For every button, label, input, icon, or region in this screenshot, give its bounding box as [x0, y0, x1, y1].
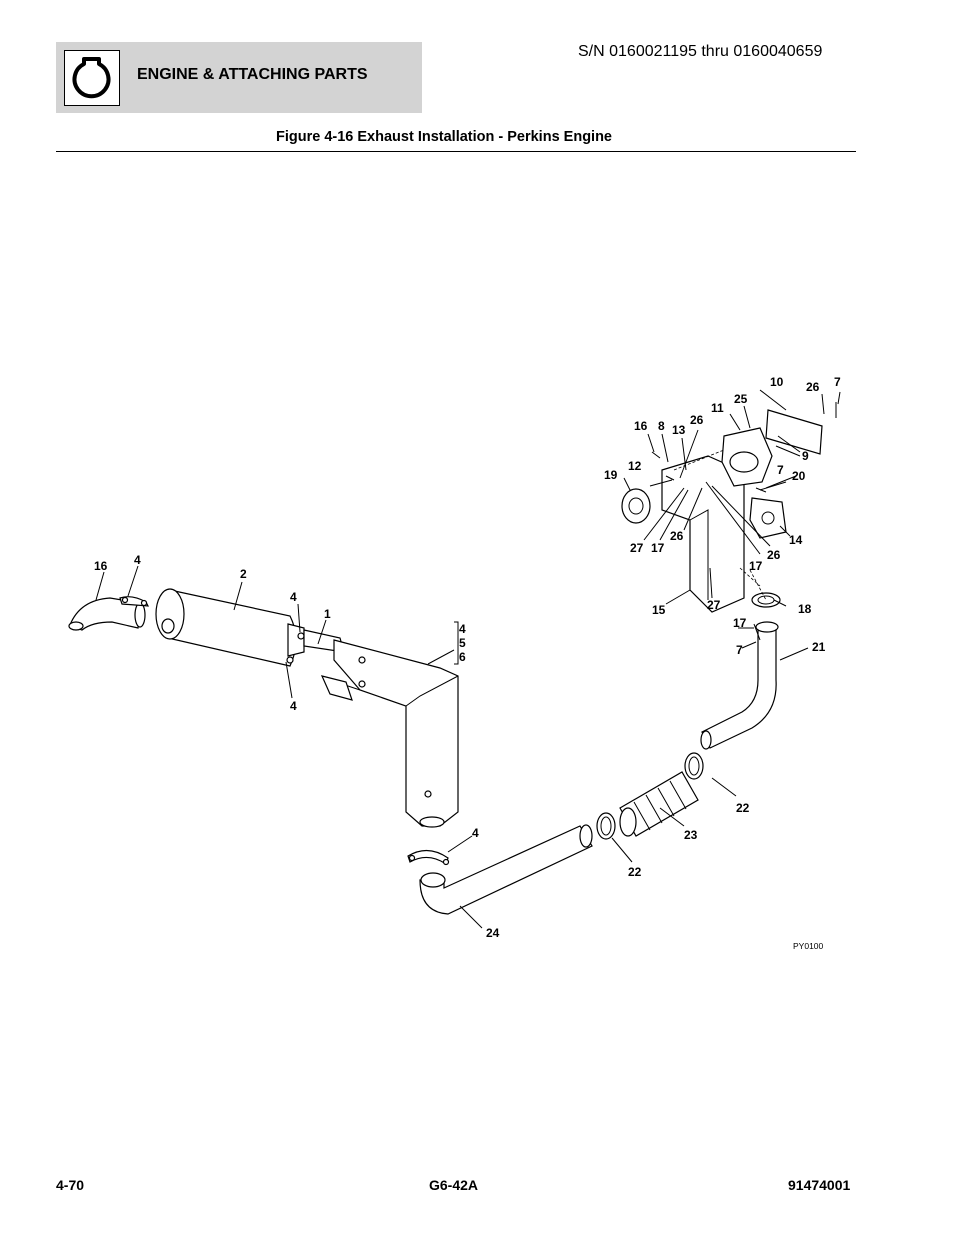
- callout-19: 19: [604, 468, 618, 482]
- callout-26-c: 26: [690, 413, 704, 427]
- exhaust-pipe: [700, 621, 779, 750]
- callout-25: 25: [734, 392, 748, 406]
- callout-26-d: 26: [806, 380, 820, 394]
- callout-27-a: 27: [707, 598, 721, 612]
- drawing-ref: PY0100: [793, 941, 824, 951]
- model-number: G6-42A: [429, 1177, 479, 1193]
- callout-9: 9: [802, 449, 809, 463]
- section-header: ENGINE & ATTACHING PARTS: [56, 42, 422, 113]
- upper-bracket: [661, 455, 745, 613]
- callout-7-c: 7: [777, 463, 784, 477]
- gasket-18: [751, 592, 781, 608]
- clamp-lower: [407, 849, 450, 866]
- clamp-left: [119, 596, 150, 607]
- callout-4-a: 4: [134, 553, 141, 567]
- callout-2: 2: [240, 567, 247, 581]
- callout-14: 12: [628, 459, 642, 473]
- callout-18: 18: [798, 602, 812, 616]
- clamp-22-lower: [596, 812, 616, 840]
- clamp-22-upper: [684, 752, 704, 780]
- callout-26-a: 26: [767, 548, 781, 562]
- callout-26-b: 26: [670, 529, 684, 543]
- callout-7-a: 7: [736, 643, 743, 657]
- callout-17-a: 17: [733, 616, 747, 630]
- callout-21: 21: [812, 640, 826, 654]
- callout-16: 16: [634, 419, 648, 433]
- engine-icon-glyph: [72, 57, 111, 99]
- figure-title: Figure 4-16 Exhaust Installation - Perki…: [276, 129, 612, 145]
- callout-22-b: 22: [736, 801, 750, 815]
- flange-19: [621, 488, 651, 524]
- callout-7-b: 7: [834, 375, 841, 389]
- callout-10: 10: [770, 375, 784, 389]
- callout-24: 24: [486, 926, 500, 940]
- callout-1: 1: [324, 607, 331, 621]
- engine-icon: [64, 50, 120, 106]
- callout-4-c: 4: [459, 622, 466, 636]
- callout-4-e: 4: [472, 826, 479, 840]
- callout-27-b: 27: [630, 541, 644, 555]
- callout-4-b: 4: [290, 590, 297, 604]
- callout-4-d: 4: [290, 699, 297, 713]
- heat-shield: [765, 409, 823, 455]
- callout-12: 14: [789, 533, 803, 547]
- callout-15: 13: [672, 423, 686, 437]
- callout-3: 16: [94, 559, 108, 573]
- page-number: 4-70: [56, 1177, 85, 1193]
- callout-11: 11: [711, 401, 724, 415]
- header-divider: [56, 151, 856, 152]
- serial-range: S/N 0160021195 thru 0160040659: [578, 43, 823, 60]
- lower-pipe: [419, 824, 593, 915]
- muffler: [155, 588, 305, 667]
- flex-hose: [619, 771, 699, 837]
- callout-13: 15: [652, 603, 666, 617]
- callout-23: 23: [684, 828, 698, 842]
- callout-20: 20: [792, 469, 806, 483]
- callout-17-c: 17: [651, 541, 665, 555]
- callout-6: 6: [459, 650, 466, 664]
- doc-number: 91474001: [788, 1177, 851, 1193]
- callout-8: 8: [658, 419, 665, 433]
- callout-22-a: 22: [628, 865, 642, 879]
- turbo-elbow: [721, 427, 773, 487]
- muffler-bracket: [320, 639, 459, 828]
- plate-12: [749, 497, 787, 539]
- callout-17-b: 17: [749, 559, 763, 573]
- callout-5: 5: [459, 636, 466, 650]
- section-title: ENGINE & ATTACHING PARTS: [137, 66, 368, 83]
